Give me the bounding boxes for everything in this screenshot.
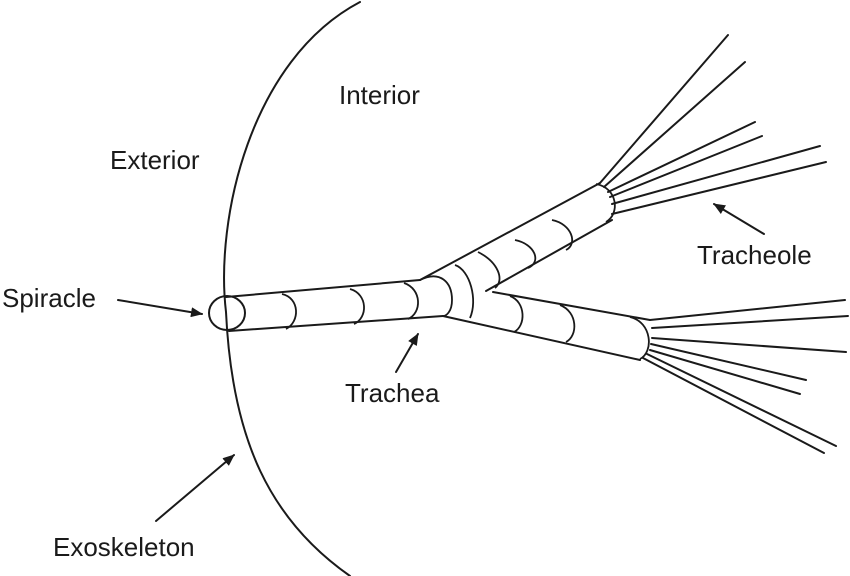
trachea-lower-branch	[442, 291, 651, 361]
label-exterior: Exterior	[110, 145, 200, 175]
trachea-main-tube	[225, 279, 444, 332]
trachea-junction	[419, 251, 501, 319]
tracheoles-lower	[642, 299, 849, 454]
label-exoskeleton: Exoskeleton	[53, 532, 195, 562]
exoskeleton-curve	[223, 1, 361, 576]
label-trachea: Trachea	[345, 378, 440, 408]
tracheoles-upper	[599, 34, 827, 215]
spiracle-arrow	[117, 299, 203, 318]
spiracle-opening	[208, 295, 246, 331]
label-interior: Interior	[339, 80, 420, 110]
exoskeleton-arrow	[155, 454, 235, 522]
trachea-arrow	[395, 333, 419, 373]
tracheole-arrow	[713, 203, 765, 235]
trachea-upper-branch	[419, 182, 616, 292]
label-tracheole: Tracheole	[697, 240, 812, 270]
label-spiracle: Spiracle	[2, 283, 96, 313]
